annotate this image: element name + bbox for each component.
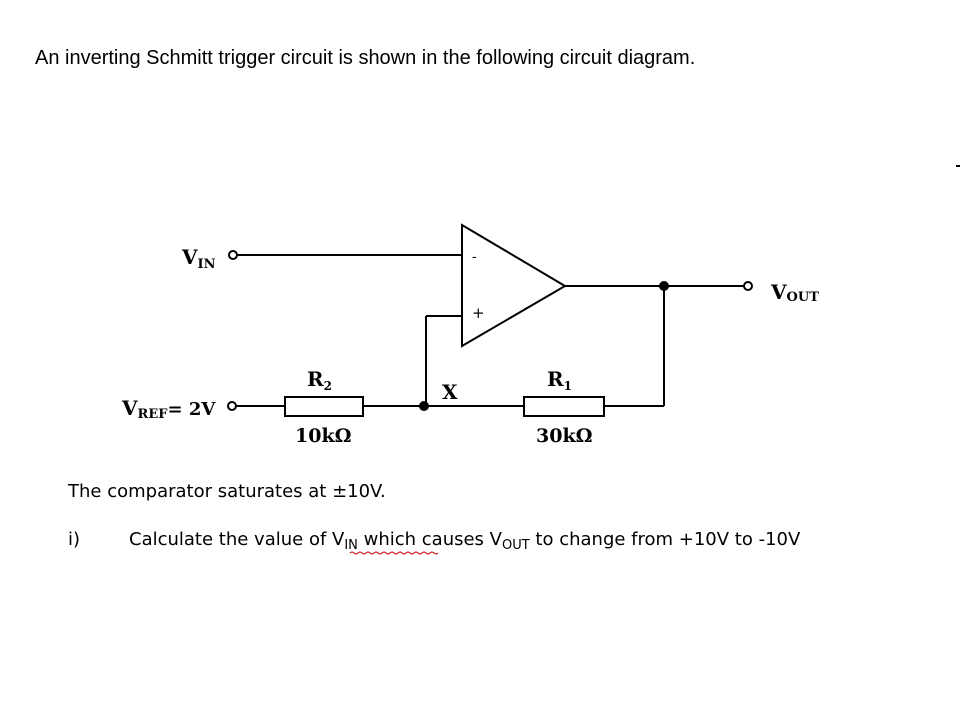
r2-value: 10kΩ [295, 425, 352, 447]
resistor-r1 [523, 396, 605, 417]
op-amp-symbol [461, 223, 567, 348]
r1-label: R1 [547, 367, 572, 393]
vin-label: VIN [181, 245, 216, 272]
vref-label: VREF= 2V [121, 396, 216, 422]
slide-title: An inverting Schmitt trigger circuit is … [35, 47, 696, 69]
node-x-junction [419, 401, 429, 411]
vin-terminal [228, 250, 238, 260]
question-text: Calculate the value of VIN which causes … [129, 529, 801, 553]
vref-terminal [227, 401, 237, 411]
op-amp-plus-sign: + [472, 304, 485, 322]
resistor-r2 [284, 396, 364, 417]
edge-mark [956, 165, 960, 167]
node-x-label: X [442, 380, 458, 404]
question-number: i) [68, 529, 80, 550]
spellcheck-underline [349, 551, 439, 555]
r1-value: 30kΩ [536, 425, 593, 447]
saturation-statement: The comparator saturates at ±10V. [67, 481, 386, 502]
vout-label: VOUT [770, 280, 819, 305]
r2-label: R2 [307, 367, 332, 393]
op-amp-minus-sign: - [472, 250, 477, 265]
vout-terminal [743, 281, 753, 291]
